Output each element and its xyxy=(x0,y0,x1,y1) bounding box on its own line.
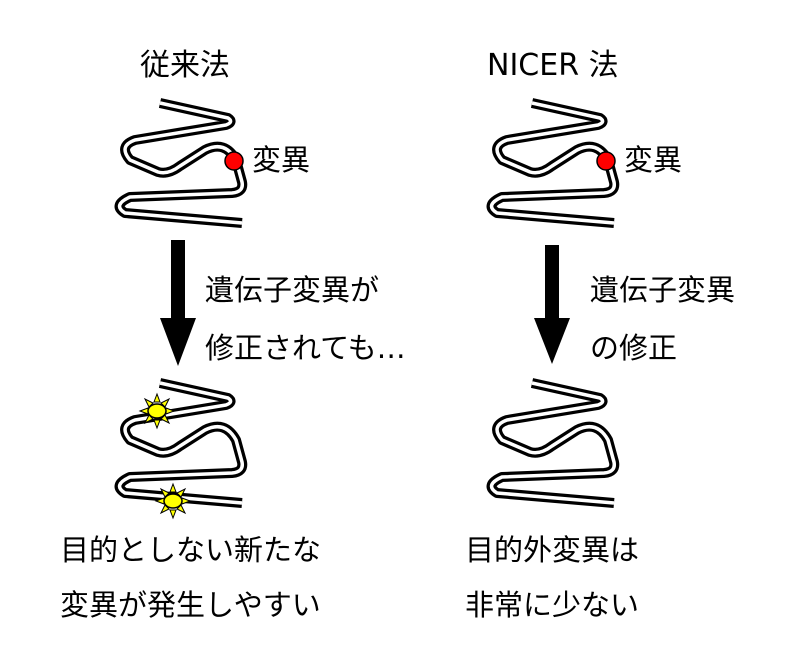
left-mutation-label: 変異 xyxy=(252,143,310,177)
left-panel-conventional: 従来法 変異 遺伝子変異が 修正されても… 目的としない新たな 変異が発生しやす… xyxy=(60,48,406,622)
right-result-2: 非常に少ない xyxy=(465,588,639,622)
left-title: 従来法 xyxy=(140,48,230,83)
dna-strand-before xyxy=(120,103,243,223)
right-result-1: 目的外変異は xyxy=(465,533,639,567)
off-target-mutation-icon xyxy=(139,393,175,429)
mutation-dot-icon xyxy=(224,151,244,171)
left-arrow-caption-2: 修正されても… xyxy=(205,331,406,365)
right-arrow-caption-1: 遺伝子変異 xyxy=(590,273,735,307)
dna-strand-after xyxy=(120,383,243,503)
mutation-dot-icon xyxy=(596,151,616,171)
right-title: NICER 法 xyxy=(487,48,619,83)
dna-strand-before xyxy=(492,103,615,223)
left-result-1: 目的としない新たな xyxy=(60,533,321,567)
down-arrow-icon xyxy=(160,240,196,366)
dna-strand-after xyxy=(492,383,615,503)
off-target-mutation-icon xyxy=(155,483,191,519)
left-arrow-caption-1: 遺伝子変異が xyxy=(205,273,379,307)
right-arrow-caption-2: の修正 xyxy=(590,331,677,365)
left-result-2: 変異が発生しやすい xyxy=(60,588,321,622)
right-panel-nicer: NICER 法 変異 遺伝子変異 の修正 目的外変異は 非常に少ない xyxy=(465,48,735,622)
down-arrow-icon xyxy=(534,245,570,364)
right-mutation-label: 変異 xyxy=(624,143,682,177)
